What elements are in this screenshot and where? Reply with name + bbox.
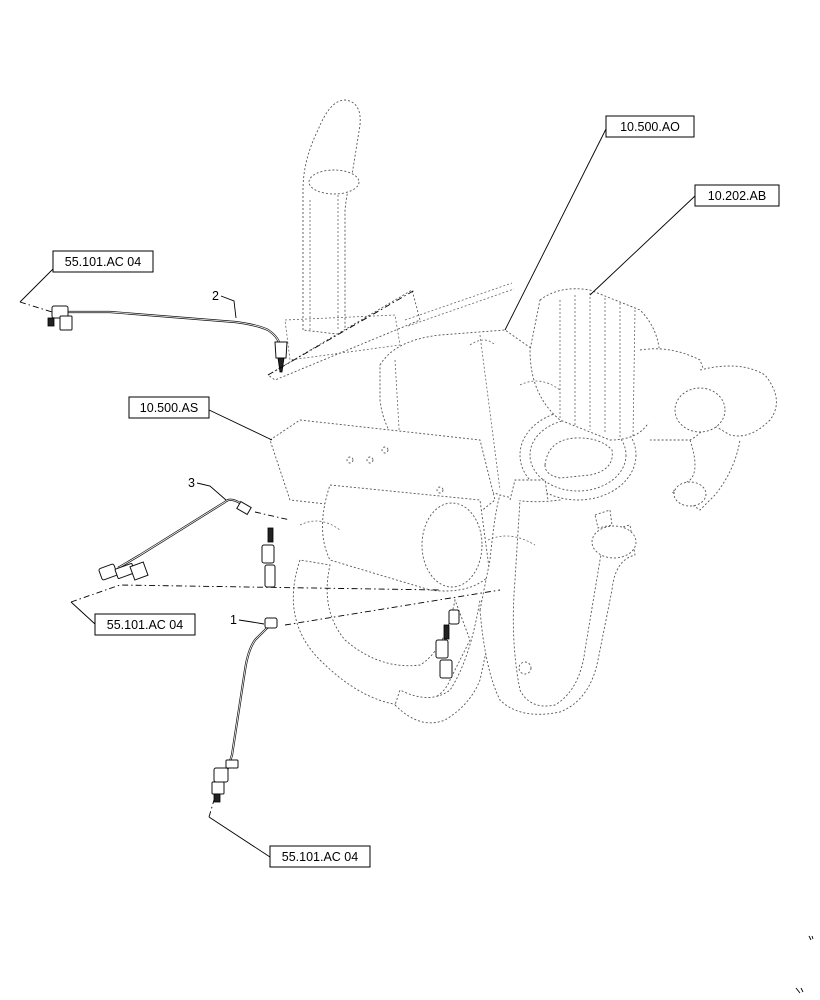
callout-label: 55.101.AC 04 (107, 618, 183, 632)
callout-label: 55.101.AC 04 (282, 850, 358, 864)
callout-label: 55.101.AC 04 (65, 255, 141, 269)
corner-marks (795, 935, 814, 994)
callout-label: 10.500.AO (620, 120, 680, 134)
temperature-sensor-2 (47, 305, 288, 373)
exhaust-assembly-ghost (267, 99, 777, 724)
temperature-sensor-icon (98, 561, 149, 581)
temperature-sensor-1 (211, 617, 278, 803)
item-number-1: 1 (230, 613, 237, 627)
leader-lines (19, 128, 696, 858)
callout-55-101-ac04-middle[interactable]: 55.101.AC 04 (94, 613, 196, 636)
callout-10-202-ab[interactable]: 10.202.AB (694, 184, 780, 207)
sensor-mounts (261, 527, 460, 679)
temperature-sensor-3 (98, 498, 252, 581)
item-number-3: 3 (188, 476, 195, 490)
item-number-2: 2 (212, 289, 219, 303)
callout-55-101-ac04-top[interactable]: 55.101.AC 04 (52, 250, 154, 273)
callout-10-500-as[interactable]: 10.500.AS (128, 396, 210, 419)
callout-label: 10.500.AS (140, 401, 198, 415)
temperature-sensor-icon (47, 305, 73, 331)
callout-55-101-ac04-bottom[interactable]: 55.101.AC 04 (269, 845, 371, 868)
temperature-sensor-icon (211, 759, 239, 803)
callout-10-500-ao[interactable]: 10.500.AO (605, 115, 695, 138)
callout-label: 10.202.AB (708, 189, 766, 203)
